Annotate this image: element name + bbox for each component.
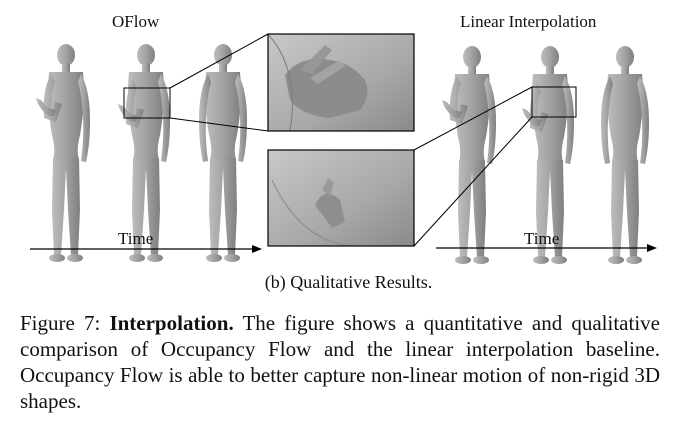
oflow-label: OFlow: [112, 12, 160, 31]
time-arrow-right: [436, 244, 657, 252]
figure-graphics: [30, 33, 657, 264]
time-arrow-left: [30, 245, 262, 253]
qualitative-figure: OFlow Linear Interpolation Time Time: [30, 12, 657, 264]
figure-caption: Figure 7: Interpolation. The figure show…: [20, 310, 660, 414]
linear-interpolation-label: Linear Interpolation: [460, 12, 597, 31]
subfigure-caption: (b) Qualitative Results.: [264, 272, 433, 292]
linear-zoom-inset: [268, 150, 414, 246]
oflow-zoom-region: [123, 87, 171, 119]
linear-zoom-hand: [315, 178, 345, 228]
caption-text: The figure shows a quantitative and qual…: [20, 311, 660, 413]
time-axis-label-right: Time: [524, 229, 560, 248]
linear-zoom-region: [531, 86, 577, 118]
oflow-zoom-hand: [285, 45, 368, 118]
caption-prefix: Figure 7:: [20, 311, 110, 335]
time-axis-label-left: Time: [118, 229, 154, 248]
caption-bold-title: Interpolation.: [109, 311, 234, 335]
